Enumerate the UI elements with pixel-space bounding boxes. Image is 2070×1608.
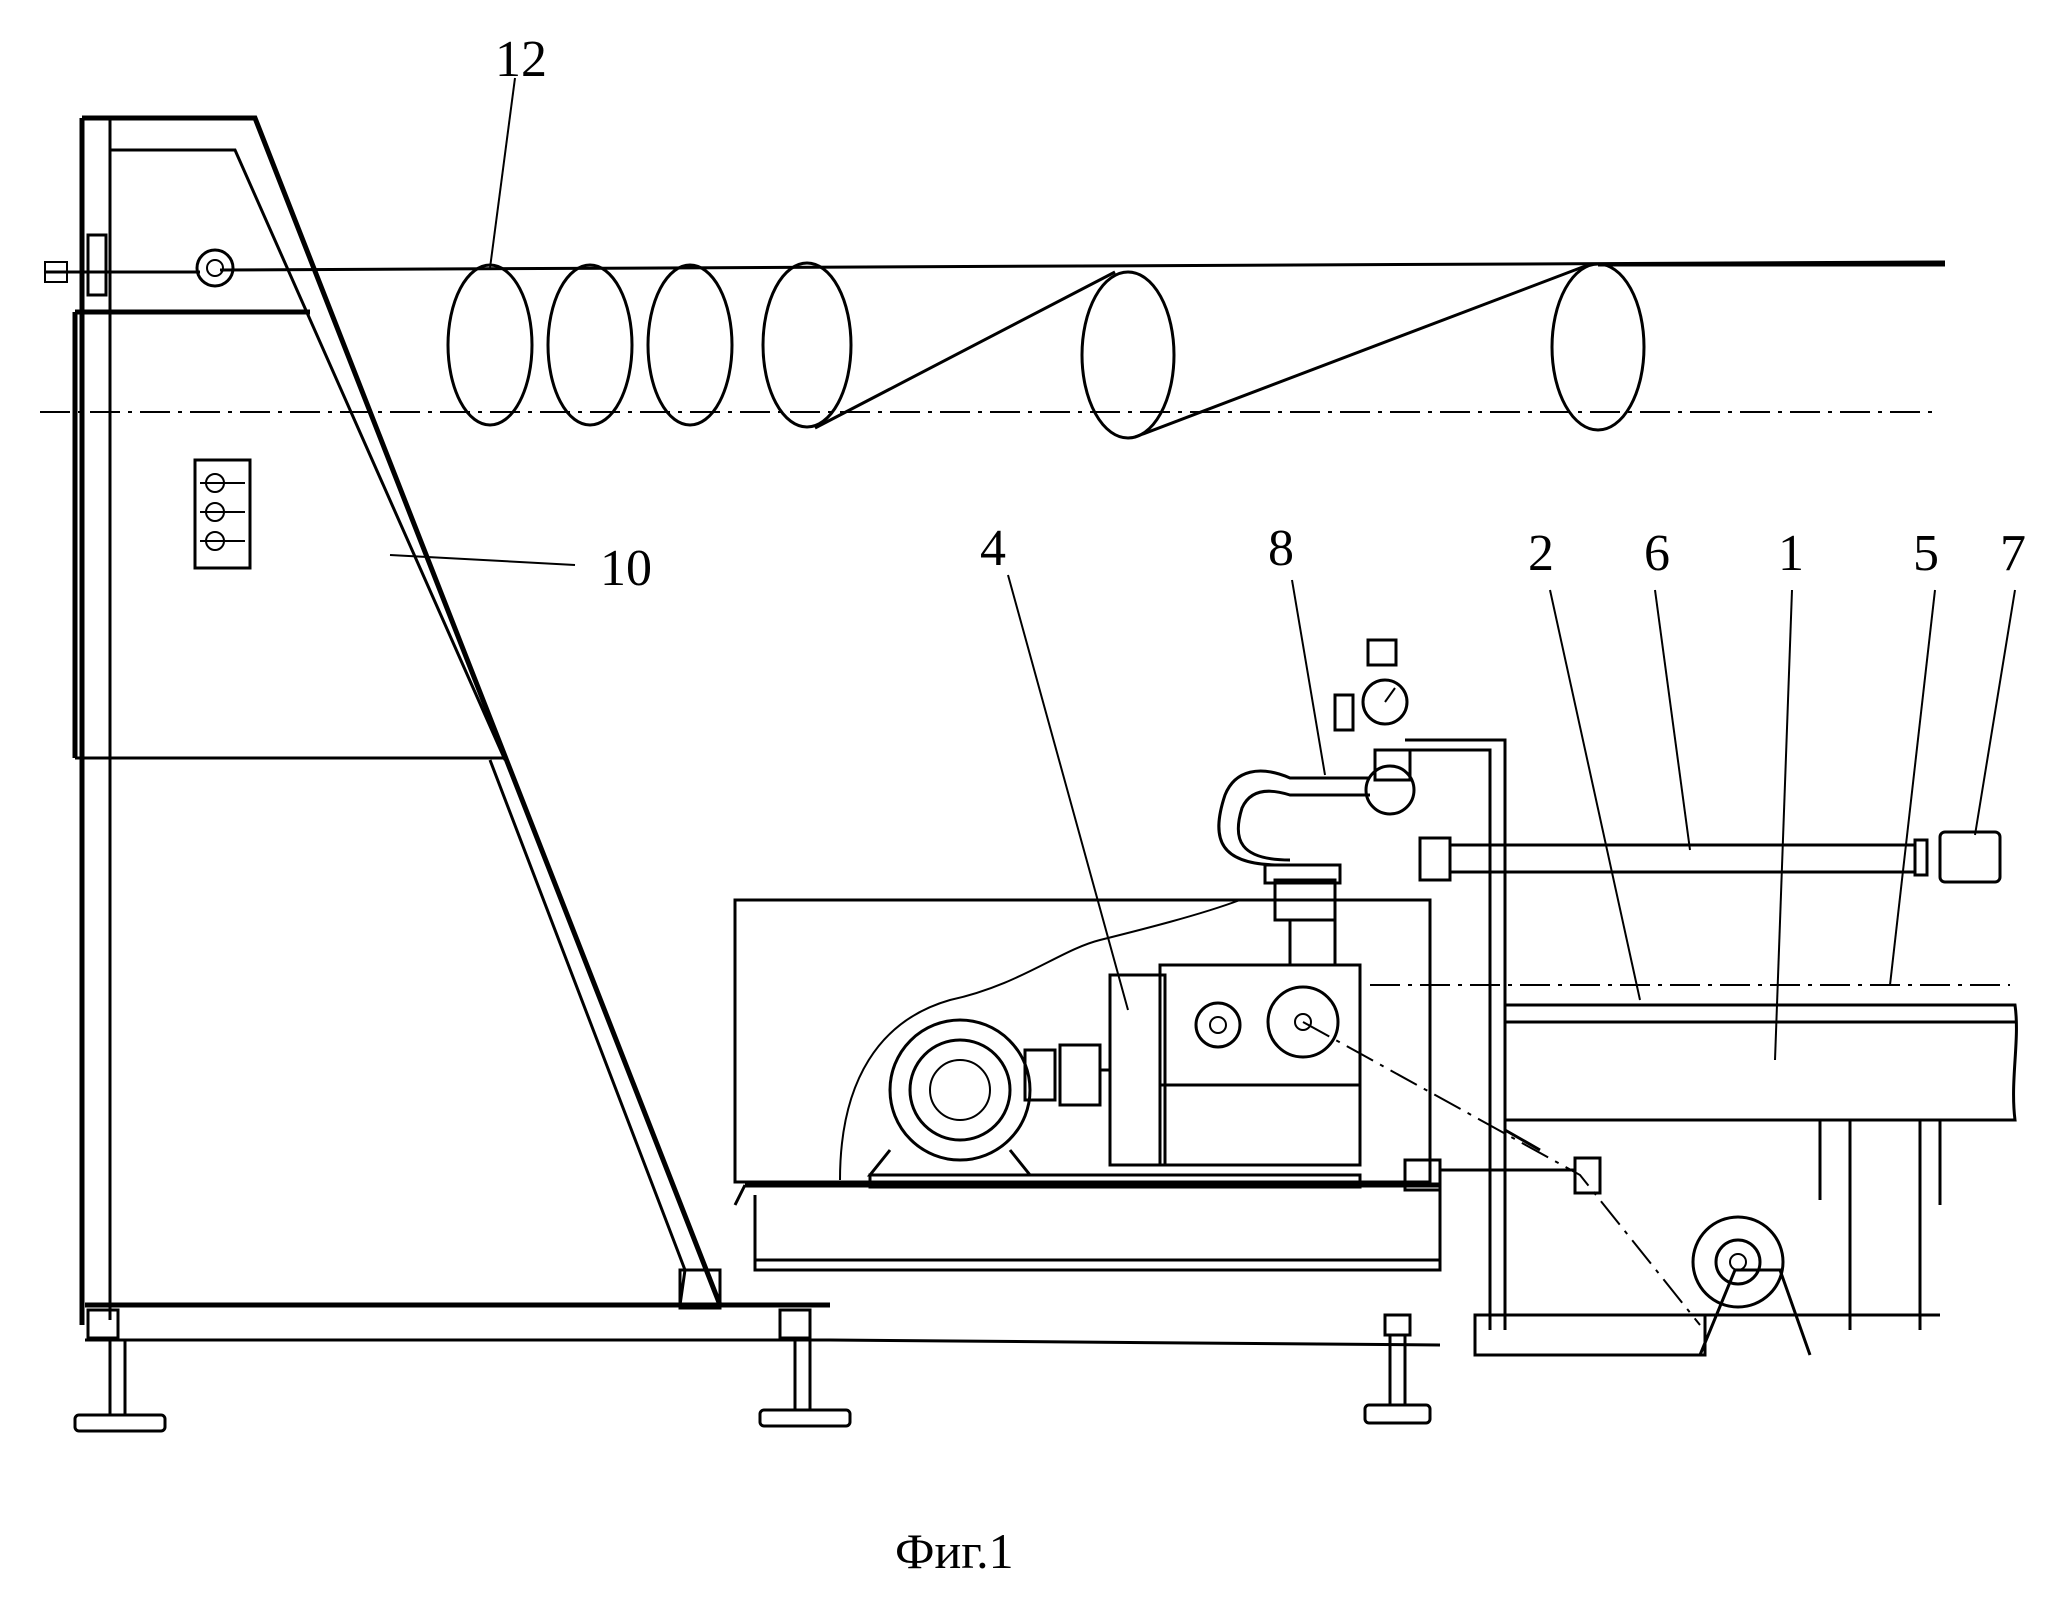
label-7: 7 [2000, 525, 2026, 582]
feed-unit-4 [735, 900, 1600, 1423]
label-2: 2 [1528, 525, 1554, 582]
label-4: 4 [980, 520, 1006, 577]
figure-caption: Фиг.1 [895, 1523, 1014, 1579]
gauge-assembly-8 [1219, 640, 1505, 1330]
label-8: 8 [1268, 520, 1294, 577]
rod-assembly [1303, 832, 2016, 1355]
coil-spring-12 [40, 262, 1945, 438]
label-10: 10 [600, 540, 652, 597]
label-5: 5 [1913, 525, 1939, 582]
label-1: 1 [1778, 525, 1804, 582]
label-6: 6 [1644, 525, 1670, 582]
label-12: 12 [495, 31, 547, 88]
